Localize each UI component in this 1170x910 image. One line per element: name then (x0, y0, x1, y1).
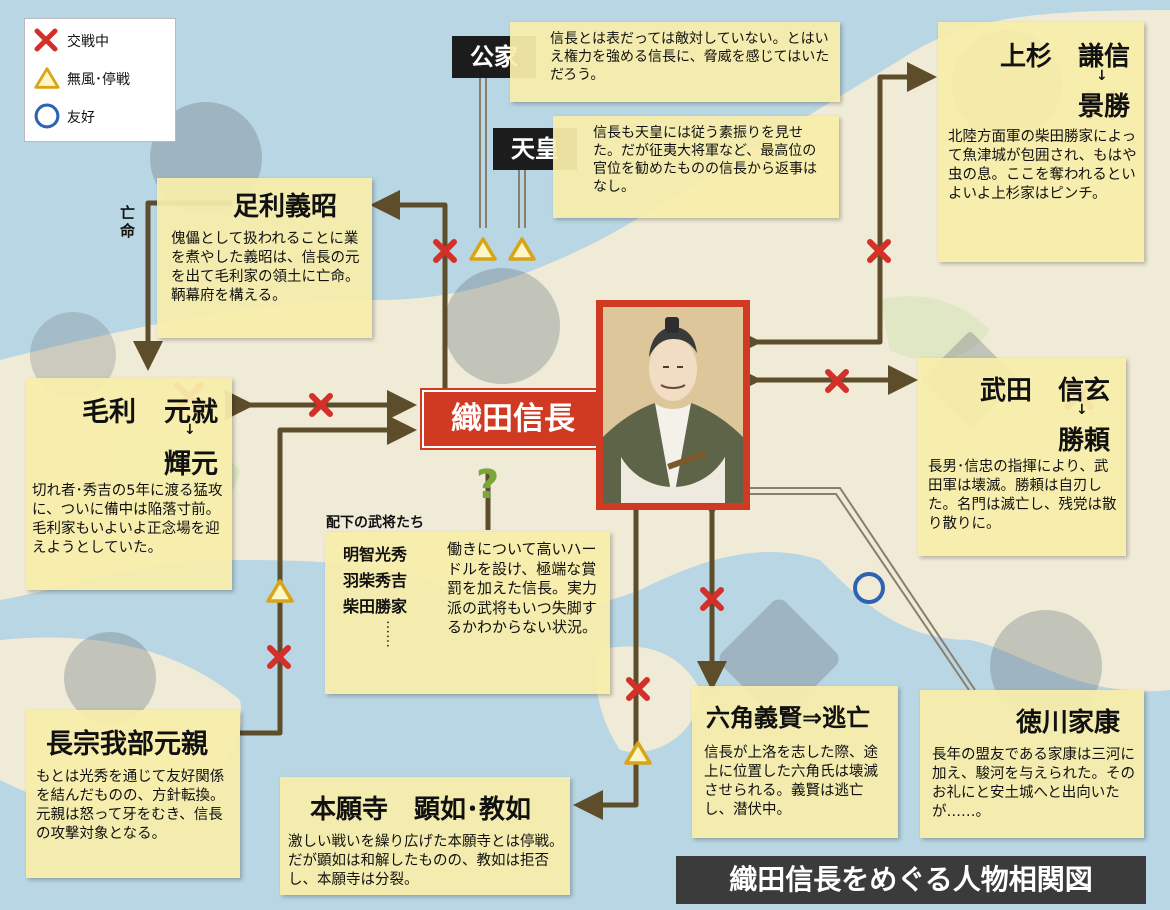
mori-arrow: ↓ (184, 422, 196, 438)
takeda-name-katsuyori: 勝頼 (1058, 426, 1111, 456)
vassals-desc: 働きについて高いハードルを設け、極端な賞罰を加えた信長。実力派の武将もいつ失脚す… (447, 540, 598, 636)
title-banner: 織田信長をめぐる人物相関図 (676, 856, 1146, 904)
chosokabe-name: 長宗我部元親 (46, 729, 208, 760)
truce-mark (624, 741, 652, 765)
vassal-ellipsis: …… (383, 620, 399, 648)
vassal-name: 明智光秀 (343, 545, 408, 564)
vassals-label: 配下の武将たち (326, 515, 424, 531)
chosokabe-desc: もとは光秀を通じて友好関係を結んだものの、方針転換。元親は怒って牙をむき、信長の… (36, 769, 225, 842)
honganji-card: 本願寺 顕如･教如 激しい戦いを繰り広げた本願寺とは停戦。だが顕如は和解したもの… (280, 777, 570, 895)
war-mark (825, 369, 849, 393)
honganji-desc: 激しい戦いを繰り広げた本願寺とは停戦。だが顕如は和解したものの、教如は拒否し、本… (288, 834, 564, 888)
war-mark (626, 677, 650, 701)
war-mark (309, 393, 333, 417)
kuge-note: 信長とは表だっては敵対していない。とはいえ権力を強める信長に、脅威を感じてはいた… (510, 22, 840, 102)
nobunaga-portrait (603, 307, 743, 503)
friendly-icon (34, 103, 60, 129)
truce-mark (508, 237, 536, 261)
title-banner-text: 織田信長をめぐる人物相関図 (729, 863, 1093, 896)
center-name-box: 織田信長 (422, 390, 604, 448)
vassal-name: 柴田勝家 (343, 597, 408, 616)
tokugawa-desc: 長年の盟友である家康は三河に加え、駿河を与えられた。そのお礼にと安土城へと出向い… (932, 747, 1135, 820)
truce-mark (266, 579, 294, 603)
tenno-note: 信長も天皇には従う素振りを見せた。だが征夷大将軍など、最高位の官位を勧めたものの… (553, 116, 839, 218)
tokugawa-card: 徳川家康 長年の盟友である家康は三河に加え、駿河を与えられた。そのお礼にと安土城… (920, 690, 1144, 838)
uesugi-desc: 北陸方面軍の柴田勝家によって魚津城が包囲され、もはや虫の息。ここを奪われるといよ… (948, 129, 1137, 202)
nobunaga-portrait-frame (596, 300, 750, 510)
honganji-name: 本願寺 顕如･教如 (310, 795, 532, 825)
war-mark (267, 645, 291, 669)
war-mark (433, 239, 457, 263)
rokkaku-card: 六角義賢⇒逃亡 信長が上洛を志した際、途上に位置した六角氏は壊滅させられる。義賢… (692, 686, 898, 838)
crest-oda (444, 268, 560, 384)
legend-friendly-label: 友好 (67, 110, 95, 126)
war-mark (867, 239, 891, 263)
chosokabe-card: 長宗我部元親 もとは光秀を通じて友好関係を結んだものの、方針転換。元親は怒って牙… (26, 710, 240, 878)
uesugi-arrow: ↓ (1096, 68, 1108, 84)
uesugi-card: 上杉 謙信 ↓ 景勝 北陸方面軍の柴田勝家によって魚津城が包囲され、もはや虫の息… (938, 22, 1144, 262)
truce-mark (469, 237, 497, 261)
legend-truce-label: 無風･停戦 (67, 72, 130, 88)
mori-card: 毛利 元就 ↓ 輝元 切れ者･秀吉の5年に渡る猛攻に、ついに備中は陥落寸前。毛利… (26, 378, 232, 590)
legend-war-label: 交戦中 (67, 34, 109, 50)
war-icon (34, 28, 58, 52)
kuge-note-text: 信長とは表だっては敵対していない。とはいえ権力を強める信長に、脅威を感じてはいた… (550, 31, 830, 83)
ashikaga-exile-label: 亡命 (120, 204, 136, 240)
ashikaga-desc: 傀儡として扱われることに業を煮やした義昭は、信長の元を出て毛利家の領土に亡命。鞆… (171, 231, 360, 304)
uesugi-name-kagekatsu: 景勝 (1078, 92, 1131, 122)
rokkaku-desc: 信長が上洛を志した際、途上に位置した六角氏は壊滅させられる。義賢は逃亡し、潜伏中… (704, 745, 878, 818)
vassal-name: 羽柴秀吉 (343, 571, 408, 590)
tokugawa-name: 徳川家康 (1016, 708, 1121, 738)
legend: 交戦中 無風･停戦 友好 (24, 18, 176, 142)
takeda-name-clan: 武田 (980, 376, 1033, 406)
takeda-desc: 長男･信忠の指揮により、武田軍は壊滅。勝頼は自刃した。名門は滅亡し、残党は散り散… (928, 459, 1117, 532)
mori-name-terumoto: 輝元 (164, 449, 218, 480)
mori-name-clan: 毛利 (82, 397, 136, 428)
vassals-card: 明智光秀 羽柴秀吉 柴田勝家 …… 働きについて高いハードルを設け、極端な賞罰を… (325, 532, 610, 694)
takeda-name-shingen: 信玄 (1058, 376, 1111, 406)
ashikaga-name: 足利義昭 (233, 192, 338, 222)
crest-chosokabe (64, 632, 156, 724)
uesugi-name-kenshin: 謙信 (1078, 42, 1131, 72)
truce-icon (34, 67, 60, 89)
vassals-names: 明智光秀 羽柴秀吉 柴田勝家 …… (343, 542, 439, 648)
tenno-note-text: 信長も天皇には従う素振りを見せた。だが征夷大将軍など、最高位の官位を勧めたものの… (593, 125, 817, 195)
war-mark (700, 587, 724, 611)
rokkaku-name: 六角義賢⇒逃亡 (706, 704, 871, 732)
takeda-arrow: ↓ (1076, 402, 1088, 418)
mori-desc: 切れ者･秀吉の5年に渡る猛攻に、ついに備中は陥落寸前。毛利家もいよいよ正念場を迎… (32, 483, 223, 556)
uesugi-name-clan: 上杉 (1000, 42, 1053, 72)
ashikaga-card: 足利義昭 傀儡として扱われることに業を煮やした義昭は、信長の元を出て毛利家の領土… (157, 178, 372, 338)
takeda-card: 武田 信玄 ↓ 勝頼 長男･信忠の指揮により、武田軍は壊滅。勝頼は自刃した。名門… (918, 358, 1126, 556)
mori-name-motonari: 元就 (164, 397, 218, 428)
center-question-mark: ? (476, 462, 500, 508)
friendly-mark (853, 572, 885, 604)
center-name: 織田信長 (451, 401, 575, 437)
